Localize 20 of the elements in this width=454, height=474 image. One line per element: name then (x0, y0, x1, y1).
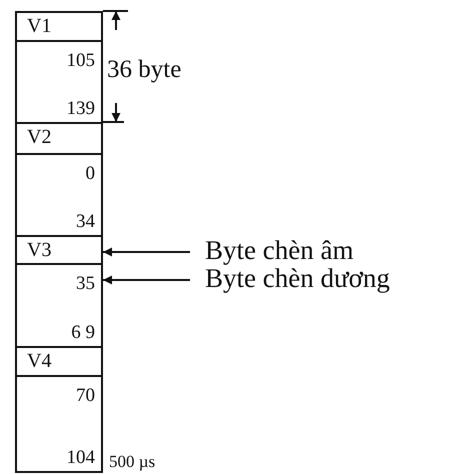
byte-index: 0 (86, 163, 95, 185)
arrow (103, 276, 190, 284)
frame-cell (15, 40, 103, 124)
header-cell: V1 (15, 11, 103, 42)
header-cell: V3 (15, 235, 103, 265)
header-cell: V4 (15, 346, 103, 377)
byte-index: 34 (76, 211, 95, 233)
byte-index: 6 9 (71, 322, 95, 344)
header-cell: V2 (15, 122, 103, 155)
frame-cell (15, 375, 103, 473)
byte-index: 35 (76, 273, 95, 295)
byte-index: 105 (66, 50, 95, 72)
annotation-text: Byte chèn dương (205, 264, 454, 292)
byte-index: 104 (66, 447, 95, 469)
frame-cell (15, 153, 103, 237)
frame-cell (15, 263, 103, 348)
annotation-text: Byte chèn âm (205, 236, 450, 264)
arrow (103, 248, 190, 256)
byte-index: 70 (76, 385, 95, 407)
byte-index: 139 (66, 98, 95, 120)
